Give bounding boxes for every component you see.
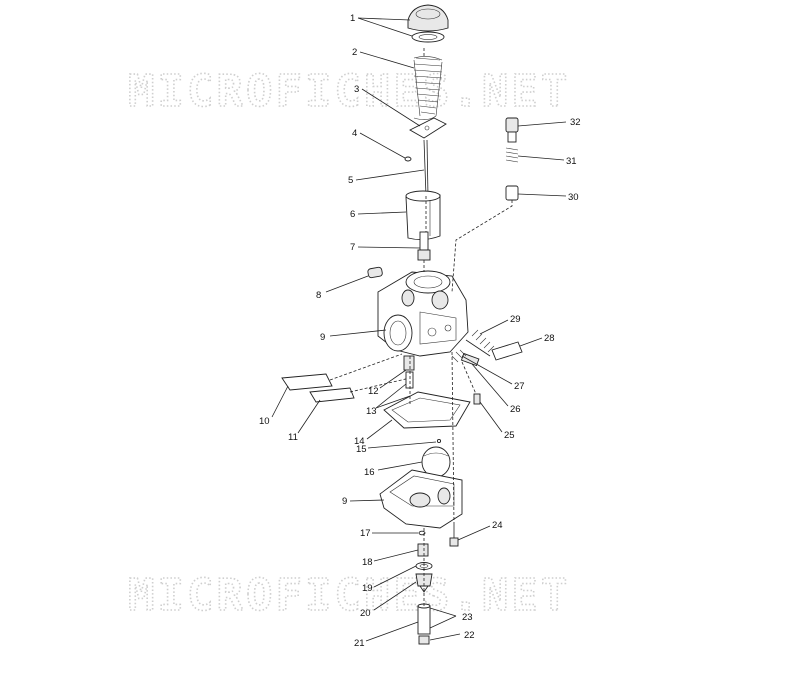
part-throttle-valve — [405, 190, 441, 241]
part-spring — [413, 56, 443, 120]
callout-3: 3 — [354, 84, 359, 95]
part-choke-plunger — [451, 117, 519, 293]
callout-10: 10 — [259, 416, 270, 427]
callout-16: 16 — [364, 467, 375, 478]
callout-12: 12 — [368, 386, 379, 397]
part-cap — [407, 4, 449, 43]
part-carburetor-body — [377, 270, 469, 357]
callout-14: 14 — [354, 436, 365, 447]
callout-21: 21 — [354, 638, 365, 649]
callout-28: 28 — [544, 333, 555, 344]
callout-4: 4 — [352, 128, 357, 139]
part-needle — [423, 139, 429, 197]
callout-11: 11 — [288, 432, 298, 443]
leader-lines — [271, 17, 567, 642]
part-screw — [449, 524, 459, 547]
part-retainer-plate — [409, 117, 447, 139]
callout-7: 7 — [350, 242, 355, 253]
part-screw-spring — [451, 349, 467, 363]
callout-15: 15 — [356, 444, 367, 455]
callout-31: 31 — [566, 156, 577, 167]
callout-27: 27 — [514, 381, 525, 392]
watermark-bottom: MICROFICHES.NET — [128, 570, 570, 621]
callout-22: 22 — [464, 630, 475, 641]
part-washer — [418, 530, 426, 536]
part-main-jet — [417, 543, 429, 557]
callout-8: 8 — [316, 290, 321, 301]
callout-25: 25 — [504, 430, 515, 441]
part-pilot-jet — [403, 355, 415, 389]
part-tube — [417, 603, 431, 635]
part-air-screw — [473, 393, 481, 405]
callout-19: 19 — [362, 583, 373, 594]
callout-1: 1 — [350, 13, 355, 24]
part-pin — [436, 438, 442, 444]
part-float-arm — [281, 353, 411, 403]
callout-23: 23 — [462, 612, 473, 623]
callout-18: 18 — [362, 557, 373, 568]
callout-29: 29 — [510, 314, 521, 325]
watermark-top: MICROFICHES.NET — [128, 66, 570, 117]
callout-24: 24 — [492, 520, 503, 531]
part-needle-holder — [417, 231, 431, 261]
callout-32: 32 — [570, 117, 581, 128]
callout-26: 26 — [510, 404, 521, 415]
callout-labels: 1 2 3 4 5 6 7 8 9 9 10 11 12 13 14 15 16… — [259, 13, 581, 649]
callout-6: 6 — [350, 209, 355, 220]
callout-20: 20 — [360, 608, 371, 619]
part-clip — [404, 156, 412, 162]
callout-5: 5 — [348, 175, 353, 186]
part-float-bowl — [379, 469, 463, 529]
callout-17: 17 — [360, 528, 371, 539]
callout-9-body: 9 — [320, 332, 325, 343]
callout-30: 30 — [568, 192, 579, 203]
part-bowl-gasket — [383, 391, 471, 429]
callout-13: 13 — [366, 406, 377, 417]
callout-9-bowl: 9 — [342, 496, 347, 507]
part-plug — [367, 266, 383, 279]
part-adjuster-screw — [465, 329, 523, 361]
callout-2: 2 — [352, 47, 357, 58]
part-fitting — [418, 635, 430, 645]
